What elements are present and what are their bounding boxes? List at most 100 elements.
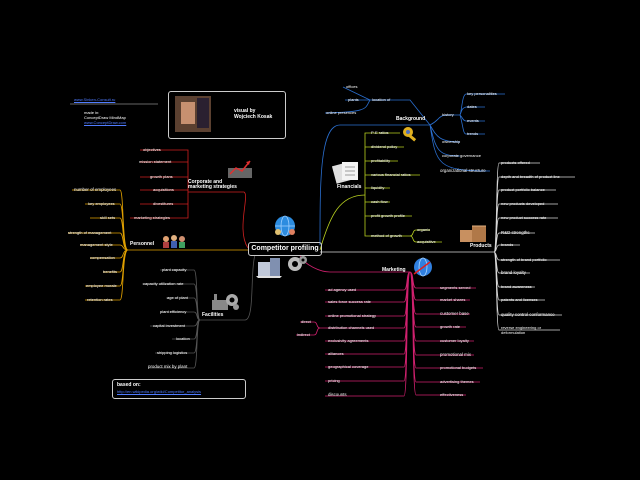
marketing-item-exclusivity[interactable]: exclusivity agreements (328, 338, 369, 343)
personnel-item-compensation[interactable]: compensation (90, 255, 115, 260)
facilities-item-age[interactable]: age of plant (167, 295, 188, 300)
marketing-item-effectiveness[interactable]: effectiveness (440, 392, 464, 397)
gears-icon (288, 256, 307, 271)
visual-by-label: visual by (234, 108, 256, 114)
marketing-item-shares[interactable]: market shares (440, 297, 466, 302)
background-item-history[interactable]: history (442, 112, 454, 117)
history-item-personalities[interactable]: key personalities (467, 91, 497, 96)
products-item-brand-strength[interactable]: strength of brand portfolio (501, 257, 547, 262)
corporate-item-objectives[interactable]: objectives (143, 147, 161, 152)
personnel-item-benefits[interactable]: benefits (103, 269, 118, 274)
marketing-item-online-promo[interactable]: online promotional strategy (328, 313, 377, 318)
corporate-item-divestitures[interactable]: divestitures (153, 201, 174, 206)
facilities-title[interactable]: Facilities (202, 312, 224, 318)
personnel-item-style[interactable]: management style (80, 242, 113, 247)
facilities-item-location[interactable]: location (176, 336, 190, 341)
background-item-online[interactable]: online presences (326, 110, 357, 115)
marketing-item-promo-budgets[interactable]: promotional budgets (440, 365, 477, 370)
background-item-offices[interactable]: offices (346, 84, 358, 89)
personnel-item-strength[interactable]: strength of management (68, 230, 112, 235)
marketing-item-salesforce[interactable]: sales force success rate (328, 299, 371, 304)
financials-item-dividend[interactable]: dividend policy (371, 144, 398, 149)
history-item-dates[interactable]: dates (467, 104, 477, 109)
background-branch-lines (319, 86, 505, 246)
marketing-item-geographical[interactable]: geographical coverage (328, 364, 369, 369)
history-item-trends[interactable]: trends (467, 131, 479, 136)
marketing-item-alliances[interactable]: alliances (328, 351, 344, 356)
background-item-ownership[interactable]: ownership (442, 139, 461, 144)
channel-item-direct[interactable]: direct (301, 319, 311, 324)
credits-divider (70, 103, 158, 105)
products-item-awareness[interactable]: brand awareness (501, 284, 532, 289)
financials-title[interactable]: Financials (337, 184, 362, 190)
products-item-patents[interactable]: patents and licenses (501, 297, 538, 302)
personnel-item-morale[interactable]: employee morale (86, 283, 117, 288)
financials-item-pe[interactable]: P-E ratios (371, 130, 389, 135)
background-title[interactable]: Background (396, 116, 426, 122)
personnel-item-retention[interactable]: retention rates (87, 297, 113, 302)
growth-item-acquisitive[interactable]: acquisitive (417, 239, 436, 244)
products-item-reverse[interactable]: reverse engineering or deformulation (501, 325, 542, 335)
marketing-item-discounts[interactable]: discounts (328, 392, 347, 397)
people-group-icon (163, 235, 185, 248)
personnel-item-employees[interactable]: number of employees (74, 187, 117, 192)
facilities-item-investment[interactable]: capital investment (153, 323, 186, 328)
corporate-item-growth[interactable]: growth plans (150, 174, 173, 179)
financials-item-liquidity[interactable]: liquidity (371, 185, 385, 190)
marketing-title[interactable]: Marketing (382, 267, 406, 273)
facilities-item-utilization[interactable]: capacity utilization rate (143, 281, 184, 286)
financials-item-ratios[interactable]: various financial ratios (371, 172, 411, 177)
facilities-item-capacity[interactable]: plant capacity (162, 267, 187, 272)
corporate-title-line1[interactable]: Corporate and (188, 179, 223, 185)
history-item-events[interactable]: events (467, 118, 479, 123)
marketing-item-ad-themes[interactable]: advertising themes (440, 379, 474, 384)
website-link[interactable]: www.Sinken-Consult.ru (74, 97, 116, 102)
products-title[interactable]: Products (470, 243, 492, 249)
products-item-loyalty[interactable]: brand loyalty (501, 270, 526, 275)
central-topic[interactable]: Competitor profiling (248, 242, 322, 256)
marketing-item-ad-agency[interactable]: ad agency used (328, 287, 357, 292)
products-item-rnd[interactable]: R&D strengths (501, 230, 530, 235)
personnel-title[interactable]: Personnel (130, 241, 155, 247)
products-item-quality[interactable]: quality control conformance (501, 312, 555, 317)
facilities-item-efficiency[interactable]: plant efficiency (160, 309, 187, 314)
background-item-location-of[interactable]: location of (372, 97, 391, 102)
channel-item-indirect[interactable]: indirect (297, 332, 310, 337)
marketing-item-segments[interactable]: segments served (440, 285, 471, 290)
tool-link[interactable]: www.ConceptDraw.com (84, 120, 127, 125)
growth-item-organic[interactable]: organic (417, 227, 431, 232)
background-item-governance[interactable]: corporate governance (442, 153, 481, 158)
products-item-portfolio[interactable]: product portfolio balance (501, 187, 545, 192)
visual-credit-box: visual by Wojciech Kosak (168, 91, 286, 139)
marketing-item-promo-mix[interactable]: promotional mix (440, 352, 471, 357)
products-item-brands[interactable]: brands (501, 242, 514, 247)
marketing-item-growth-rate[interactable]: growth rate (440, 324, 461, 329)
financials-branch-lines (319, 132, 442, 251)
background-item-plants[interactable]: plants (348, 97, 359, 102)
financials-item-method[interactable]: method of growth (371, 233, 402, 238)
marketing-item-customer-base[interactable]: customer base (440, 311, 469, 316)
corporate-item-marketing[interactable]: marketing strategies (134, 215, 171, 220)
products-item-new[interactable]: new products developed (501, 201, 545, 206)
background-item-structure[interactable]: organizational structure (440, 168, 486, 173)
marketing-branch-lines (296, 255, 483, 397)
source-link[interactable]: http://en.wikipedia.org/wiki/Competitor_… (117, 389, 202, 394)
corporate-item-acquisitions[interactable]: acquisitions (153, 187, 174, 192)
products-item-depth[interactable]: depth and breadth of product line (501, 174, 560, 179)
corporate-title-line2[interactable]: marketing strategies (188, 184, 237, 190)
facilities-item-productmix[interactable]: product mix by plant (148, 364, 188, 369)
financials-item-profitgrowth[interactable]: profit growth profile (371, 213, 406, 218)
products-item-success[interactable]: new product success rate (501, 215, 547, 220)
personnel-item-skills[interactable]: skill sets (100, 215, 116, 220)
facilities-item-logistics[interactable]: shipping logistics (157, 350, 188, 355)
financials-item-cashflow[interactable]: cash flow (371, 199, 388, 204)
marketing-item-distribution[interactable]: distribution channels used (328, 325, 375, 330)
corporate-item-mission[interactable]: mission statement (139, 159, 172, 164)
products-item-offered[interactable]: products offered (501, 160, 530, 165)
tool-name: ConceptDraw MindMap (84, 115, 126, 120)
marketing-item-customer-loyalty[interactable]: customer loyalty (440, 338, 469, 343)
financials-item-profitability[interactable]: profitability (371, 158, 391, 163)
globe-people-icon (275, 215, 295, 237)
marketing-item-pricing[interactable]: pricing (328, 378, 340, 383)
personnel-item-key[interactable]: key employees (88, 201, 115, 206)
